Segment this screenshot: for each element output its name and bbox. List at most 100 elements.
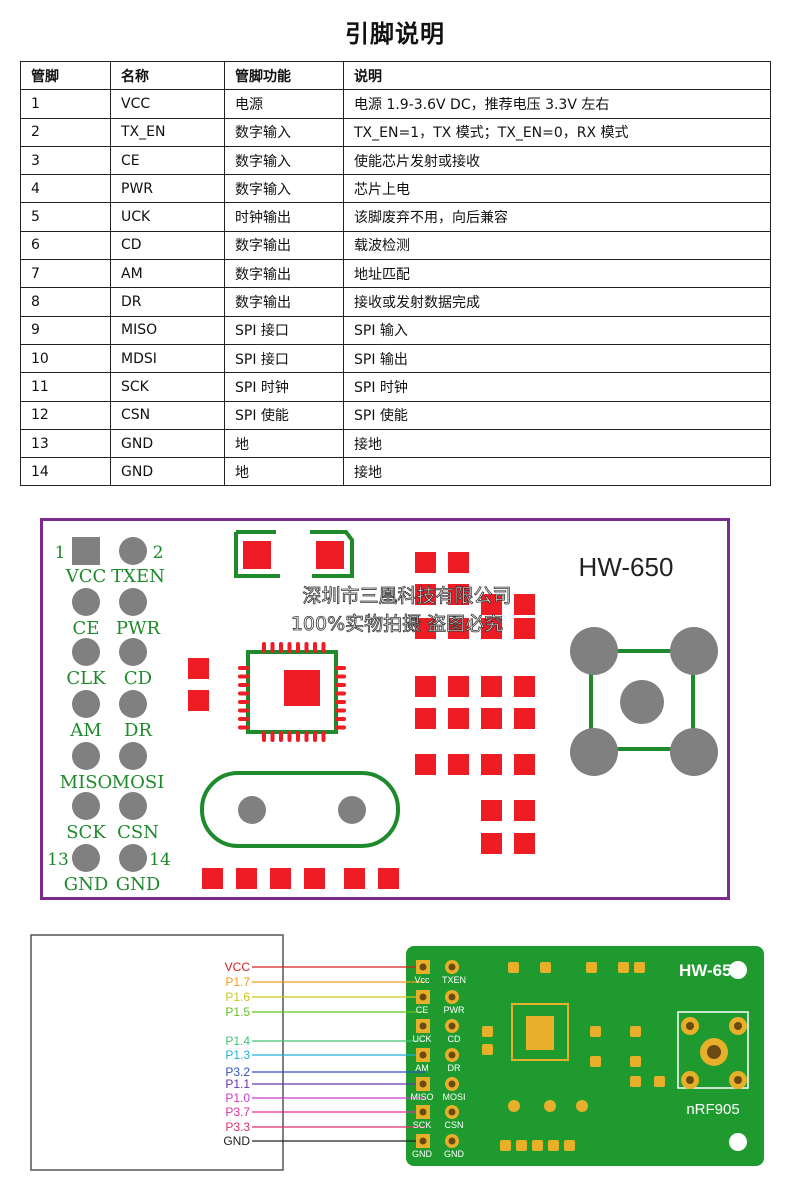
- cell-name: GND: [110, 457, 225, 487]
- qfn-lead-left: [238, 717, 249, 721]
- smd-pad: [188, 690, 209, 711]
- pin-number: 13: [47, 850, 69, 870]
- smd-pad: [481, 618, 502, 639]
- silk-left: SCK: [413, 1120, 432, 1130]
- cell-pin: 8: [20, 287, 111, 317]
- header-pin-left: [72, 844, 100, 872]
- cell-description: 使能芯片发射或接收: [343, 145, 771, 176]
- module-smd-pad: [564, 1140, 575, 1151]
- silk-right: DR: [448, 1063, 461, 1073]
- module-smd-pad: [654, 1076, 665, 1087]
- module-switch-hole: [686, 1022, 694, 1030]
- connector-outline-left: [234, 530, 280, 578]
- qfn-lead-right: [335, 708, 346, 713]
- header-pin-left: [72, 742, 100, 770]
- smd-pad: [514, 708, 535, 729]
- cell-function: 数字输出: [224, 287, 344, 317]
- cell-description: SPI 使能: [343, 400, 771, 430]
- pin-label-left: SCK: [66, 822, 106, 843]
- smd-pad: [481, 676, 502, 697]
- pin-number: 14: [149, 850, 171, 870]
- qfn-lead-left: [238, 700, 249, 704]
- smd-pad: [378, 868, 399, 889]
- smd-pad: [415, 676, 436, 697]
- smd-pad: [415, 708, 436, 729]
- cell-pin: 4: [20, 174, 111, 204]
- header-pin-left: [72, 638, 100, 666]
- qfn-lead-left: [238, 708, 249, 713]
- wire-label: P1.4: [225, 1034, 250, 1048]
- cell-function: 电源: [224, 89, 344, 119]
- cell-function: 数字输出: [224, 230, 344, 261]
- cell-function: SPI 使能: [224, 400, 344, 430]
- cell-description: 接收或发射数据完成: [343, 287, 771, 317]
- pin-label-right: GND: [116, 874, 161, 895]
- wire-label: P3.7: [225, 1105, 250, 1119]
- silk-left: UCK: [412, 1034, 431, 1044]
- connector-pad-right: [316, 541, 344, 569]
- qfn-lead-left: [238, 725, 249, 730]
- cell-description: SPI 时钟: [343, 372, 771, 402]
- smd-pad: [415, 584, 436, 605]
- cell-pin: 10: [20, 343, 111, 374]
- smd-pad: [202, 868, 223, 889]
- cell-description: 接地: [343, 428, 771, 459]
- module-pin-hole: [419, 1108, 427, 1116]
- silk-right: CD: [448, 1034, 461, 1044]
- smd-pad: [236, 868, 257, 889]
- qfn-lead-right: [335, 691, 346, 696]
- mount-hole-bottom: [729, 1133, 747, 1151]
- connector-pad-left: [243, 541, 271, 569]
- qfn-lead-left: [238, 666, 249, 670]
- silk-left: Vcc: [414, 975, 430, 985]
- qfn-lead-top: [279, 642, 283, 653]
- cell-description: 电源 1.9-3.6V DC，推荐电压 3.3V 左右: [343, 89, 771, 119]
- cell-name: CSN: [110, 400, 225, 430]
- qfn-lead-right: [335, 674, 346, 679]
- pin-label-left: CLK: [66, 668, 106, 689]
- qfn-lead-top: [296, 642, 300, 653]
- qfn-lead-bottom: [287, 731, 292, 742]
- module-switch-hole: [734, 1076, 742, 1084]
- cell-description: SPI 输入: [343, 315, 771, 345]
- qfn-lead-bottom: [279, 731, 283, 742]
- cell-function: 数字输入: [224, 145, 344, 176]
- smd-pad: [514, 800, 535, 821]
- smd-pad: [304, 868, 325, 889]
- cell-function: 数字输入: [224, 117, 344, 147]
- cell-description: 载波检测: [343, 230, 771, 261]
- qfn-lead-left: [238, 674, 249, 679]
- module-via: [576, 1100, 588, 1112]
- wire-label: P3.2: [225, 1065, 250, 1079]
- silk-right: GND: [444, 1149, 465, 1159]
- header-pin-square: [72, 537, 100, 565]
- smd-pad: [415, 618, 436, 639]
- cell-function: 数字输入: [224, 174, 344, 204]
- cell-name: UCK: [110, 202, 225, 232]
- qfn-lead-right: [335, 717, 346, 721]
- cell-pin: 11: [20, 372, 111, 402]
- smd-pad: [448, 754, 469, 775]
- module-chip-pad: [526, 1016, 554, 1050]
- crystal-outline: [200, 771, 400, 848]
- module-via: [544, 1100, 556, 1112]
- crystal-pin-right: [338, 796, 366, 824]
- header-name: 名称: [110, 60, 225, 91]
- cell-name: AM: [110, 259, 225, 289]
- cell-name: VCC: [110, 89, 225, 119]
- header-function: 管脚功能: [224, 60, 344, 91]
- cell-name: GND: [110, 428, 225, 459]
- module-pin-hole: [419, 963, 427, 971]
- header-pin-left: [72, 588, 100, 616]
- cell-description: TX_EN=1，TX 模式；TX_EN=0，RX 模式: [343, 117, 771, 147]
- crystal-pin-left: [238, 796, 266, 824]
- silk-left: GND: [412, 1149, 433, 1159]
